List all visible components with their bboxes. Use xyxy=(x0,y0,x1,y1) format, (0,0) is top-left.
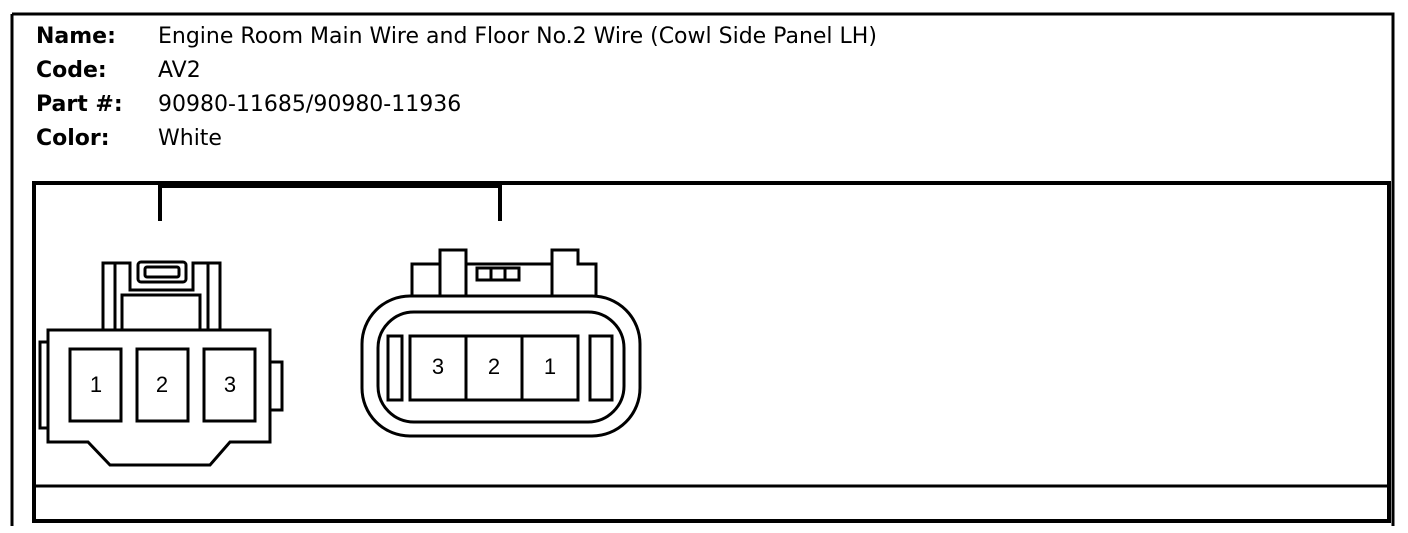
male-pin-label: 1 xyxy=(90,372,102,397)
female-pin-label: 1 xyxy=(544,354,556,379)
male-pin-label: 2 xyxy=(156,372,168,397)
outer-frame xyxy=(12,12,1395,526)
code-value: AV2 xyxy=(158,58,201,83)
female-pin-label: 2 xyxy=(488,354,500,379)
code-label: Code: xyxy=(36,58,107,83)
mating-bracket xyxy=(158,184,502,221)
part-value: 90980-11685/90980-11936 xyxy=(158,92,462,117)
name-label: Name: xyxy=(36,24,116,49)
color-value: White xyxy=(158,126,222,151)
male-pin-label: 3 xyxy=(224,372,236,397)
male-connector xyxy=(38,260,284,467)
part-label: Part #: xyxy=(36,92,123,117)
color-label: Color: xyxy=(36,126,110,151)
female-pin-label: 3 xyxy=(432,354,444,379)
name-value: Engine Room Main Wire and Floor No.2 Wir… xyxy=(158,24,877,49)
female-connector xyxy=(360,248,642,438)
diagram-box xyxy=(32,181,1391,523)
